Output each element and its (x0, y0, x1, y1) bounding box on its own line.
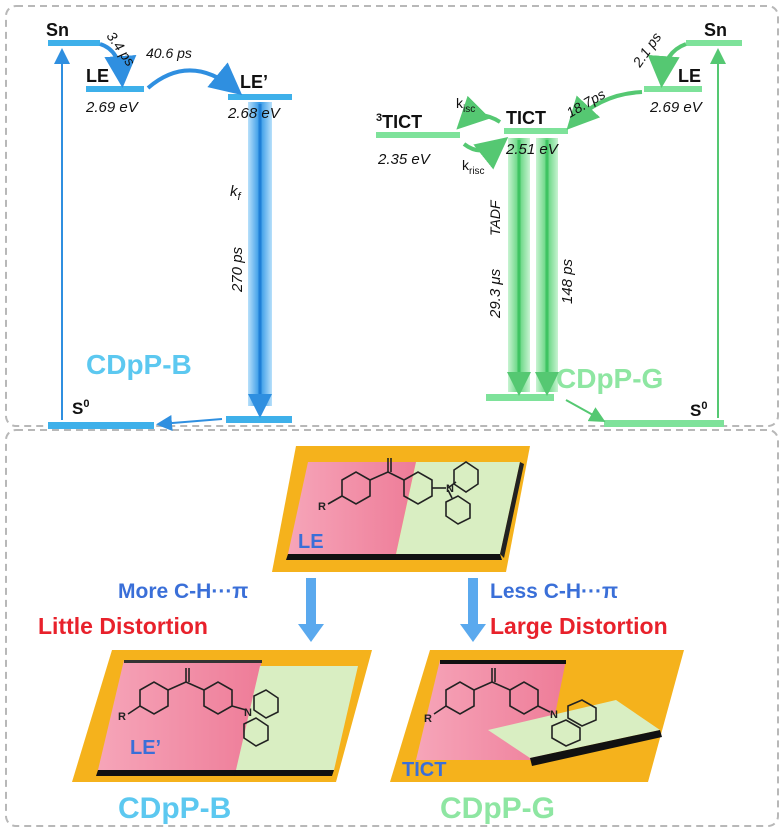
tict-n-label: N (550, 709, 558, 721)
tict-r-label: R (424, 713, 432, 725)
right-sn-le-arrow (647, 42, 687, 88)
left-le-label: LE (86, 66, 109, 86)
leprime-state-label: LE’ (130, 737, 161, 759)
right-s0-upper-level (486, 394, 554, 401)
left-le-leprime-arrow (146, 62, 243, 96)
left-down-arrow (298, 578, 324, 642)
tict-structure-card: N R TICT (390, 650, 684, 782)
right-tadf-label: TADF (487, 199, 503, 236)
right-le-level (644, 86, 702, 92)
left-text1: More C-H···π (118, 580, 248, 603)
left-text2: Little Distortion (38, 613, 208, 639)
right-risc-arrow (462, 137, 509, 170)
right-kisc-label: kisc (456, 95, 475, 115)
right-tict-energy: 2.51 eV (505, 141, 560, 158)
right-tict3-energy: 2.35 eV (377, 151, 432, 168)
leprime-structure-card: N R LE’ (72, 650, 372, 782)
left-le-level (86, 86, 144, 92)
left-sn-level (48, 40, 100, 46)
bottom-left-name: CDpP-B (118, 792, 231, 825)
top-panel-frame (5, 5, 779, 427)
right-text1: Less C-H···π (490, 580, 618, 603)
right-le-energy: 2.69 eV (649, 99, 704, 116)
right-krisc-label: krisc (462, 157, 485, 177)
right-s0-label: S0 (690, 400, 707, 420)
tict-molecule-icon (433, 668, 597, 747)
right-t-fluor: 148 ps (559, 258, 576, 304)
tict-state-label: TICT (402, 759, 446, 781)
bottom-right-name: CDpP-G (440, 792, 555, 825)
leprime-n-label: N (244, 707, 252, 719)
right-isc-arrow (456, 95, 502, 130)
left-leprime-level (228, 94, 292, 100)
left-relax-arrow (156, 415, 223, 432)
left-kf-label: kf (230, 183, 242, 203)
right-le-label: LE (678, 66, 701, 86)
leprime-r-label: R (118, 711, 126, 723)
left-le-energy: 2.69 eV (85, 99, 140, 116)
leprime-molecule-icon (127, 668, 279, 747)
le-state-label: LE (298, 531, 324, 553)
left-leprime-energy: 2.68 eV (227, 105, 282, 122)
right-jablonski-diagram: Sn LE 2.69 eV TICT 2.51 eV 3TICT 2.35 eV… (376, 20, 742, 427)
left-jablonski-diagram: Sn LE LE’ 2.69 eV 2.68 eV 3.4 ps 40.6 ps… (46, 20, 292, 432)
bottom-panel-frame (5, 429, 779, 827)
right-name: CDpP-G (556, 363, 663, 394)
right-t-le-tict: 18.7ps (564, 86, 608, 121)
left-s0-level (48, 422, 154, 429)
le-structure-card: N R LE (272, 446, 530, 572)
right-tict3-level (376, 132, 460, 138)
left-sn-le-arrow (99, 42, 137, 88)
left-s0-label: S0 (72, 398, 89, 418)
right-relax-arrow (565, 399, 606, 422)
left-name: CDpP-B (86, 349, 192, 380)
left-t-le-leprime: 40.6 ps (146, 45, 192, 61)
right-s0-level (604, 420, 724, 427)
left-s0-upper-level (226, 416, 292, 423)
right-sn-label: Sn (704, 20, 727, 40)
right-le-tict-arrow (566, 90, 643, 130)
right-tict3-label: 3TICT (376, 112, 422, 132)
right-tict-level (504, 128, 568, 134)
right-t-tadf: 29.3 μs (487, 268, 504, 319)
right-down-arrow (460, 578, 486, 642)
right-tict-label: TICT (506, 108, 546, 128)
le-n-label: N (446, 483, 454, 495)
right-t-sn-le: 2.1 ps (629, 29, 665, 70)
right-sn-level (686, 40, 742, 46)
left-t-emission: 270 ps (229, 246, 246, 293)
le-r-label: R (318, 501, 326, 513)
right-text2: Large Distortion (490, 613, 668, 639)
le-molecule-icon (327, 458, 479, 525)
left-leprime-label: LE’ (240, 72, 268, 92)
left-sn-label: Sn (46, 20, 69, 40)
